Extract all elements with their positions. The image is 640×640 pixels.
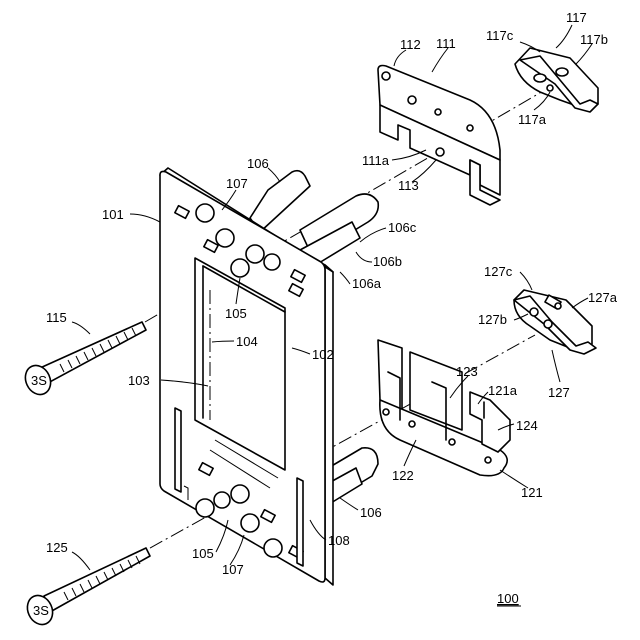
label-106-bottom: 106 bbox=[360, 505, 382, 520]
label-104: 104 bbox=[236, 334, 258, 349]
label-102: 102 bbox=[312, 347, 334, 362]
label-117b: 117b bbox=[580, 32, 608, 47]
screw-marking-115: 3S bbox=[31, 373, 47, 388]
label-124: 124 bbox=[516, 418, 538, 433]
screw-marking-125: 3S bbox=[33, 603, 49, 618]
label-105-bottom: 105 bbox=[192, 546, 214, 561]
label-111a: 111a bbox=[362, 153, 390, 168]
label-125: 125 bbox=[46, 540, 68, 555]
label-106b: 106b bbox=[373, 254, 402, 269]
label-113: 113 bbox=[398, 178, 419, 193]
label-117: 117 bbox=[566, 10, 587, 25]
label-111: 111 bbox=[436, 36, 456, 51]
label-100: 100 bbox=[497, 591, 519, 606]
label-115: 115 bbox=[46, 310, 67, 325]
label-112: 112 bbox=[400, 37, 421, 52]
label-105-top: 105 bbox=[225, 306, 247, 321]
clip-127 bbox=[514, 290, 596, 354]
label-108: 108 bbox=[328, 533, 350, 548]
label-117a: 117a bbox=[518, 112, 547, 127]
label-106-top: 106 bbox=[247, 156, 269, 171]
label-121: 121 bbox=[521, 485, 543, 500]
label-103: 103 bbox=[128, 373, 150, 388]
label-107-top: 107 bbox=[226, 176, 248, 191]
label-117c: 117c bbox=[486, 28, 514, 43]
label-127b: 127b bbox=[478, 312, 507, 327]
label-106c: 106c bbox=[388, 220, 417, 235]
label-122: 122 bbox=[392, 468, 414, 483]
screw-125: 3S bbox=[23, 548, 150, 629]
bracket-111 bbox=[378, 66, 500, 206]
label-127c: 127c bbox=[484, 264, 513, 279]
label-101: 101 bbox=[102, 207, 124, 222]
label-106a: 106a bbox=[352, 276, 382, 291]
label-123: 123 bbox=[456, 364, 478, 379]
label-127a: 127a bbox=[588, 290, 618, 305]
label-121a: 121a bbox=[488, 383, 518, 398]
clip-117 bbox=[515, 48, 598, 112]
label-127: 127 bbox=[548, 385, 570, 400]
label-107-bottom: 107 bbox=[222, 562, 244, 577]
